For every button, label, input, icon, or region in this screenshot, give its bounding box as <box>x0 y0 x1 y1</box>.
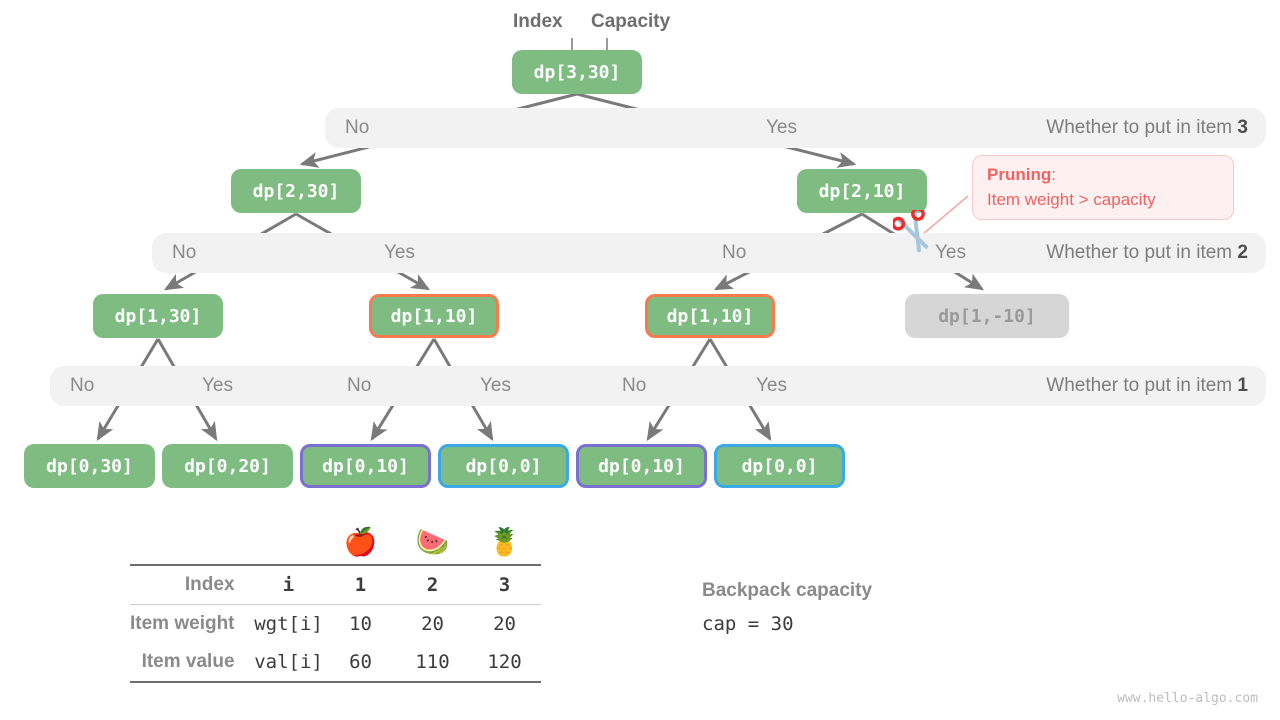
index-value-3: 3 <box>468 565 541 605</box>
decision-question-item1: Whether to put in item 1 <box>1046 375 1248 396</box>
row-key-i: i <box>252 565 325 605</box>
decision-label-no: No <box>70 375 95 396</box>
table-row-weight: Item weight wgt[i] 10 20 20 <box>130 605 541 644</box>
row-label-index: Index <box>130 565 253 605</box>
pruning-reason: Item weight > capacity <box>987 190 1156 209</box>
decision-row-item3: No Yes Whether to put in item 3 <box>325 108 1266 148</box>
tree-node-dp-1-10-right[interactable]: dp[1,10] <box>645 294 775 338</box>
tree-leaf-dp-0-0-a[interactable]: dp[0,0] <box>438 444 569 488</box>
decision-row-item1: No Yes No Yes No Yes Whether to put in i… <box>50 366 1266 406</box>
row-key-val: val[i] <box>252 643 325 683</box>
tree-leaf-dp-0-10-a[interactable]: dp[0,10] <box>300 444 431 488</box>
row-label-item-value: Item value <box>130 643 253 683</box>
tree-leaf-dp-0-20[interactable]: dp[0,20] <box>162 444 293 488</box>
index-value-2: 2 <box>396 565 469 605</box>
decision-label-yes: Yes <box>766 117 797 138</box>
tree-node-root[interactable]: dp[3,30] <box>512 50 642 94</box>
value-value-3: 120 <box>468 643 541 683</box>
index-value-1: 1 <box>324 565 397 605</box>
item-emoji-apple: 🍎 <box>324 520 397 566</box>
decision-label-no: No <box>345 117 370 138</box>
decision-label-no: No <box>622 375 647 396</box>
tree-node-dp-2-10[interactable]: dp[2,10] <box>797 169 927 213</box>
decision-label-yes: Yes <box>935 242 966 263</box>
decision-label-no: No <box>172 242 197 263</box>
decision-label-no: No <box>347 375 372 396</box>
capacity-value: cap = 30 <box>702 613 794 635</box>
decision-label-yes: Yes <box>202 375 233 396</box>
scissors-icon <box>893 210 929 253</box>
pruning-connector-line <box>915 195 969 241</box>
index-annotation-label: Index <box>513 11 563 32</box>
tree-leaf-dp-0-10-b[interactable]: dp[0,10] <box>576 444 707 488</box>
tree-leaf-dp-0-30[interactable]: dp[0,30] <box>24 444 155 488</box>
tree-node-dp-1-30[interactable]: dp[1,30] <box>93 294 223 338</box>
weight-value-1: 10 <box>349 613 372 635</box>
source-url: www.hello-algo.com <box>1117 691 1258 706</box>
items-table: 🍎 🍉 🍍 Index i 1 2 3 Item weight wgt[i] 1… <box>130 520 541 683</box>
decision-label-yes: Yes <box>480 375 511 396</box>
decision-label-no: No <box>722 242 747 263</box>
capacity-annotation-label: Capacity <box>591 11 671 32</box>
weight-value-3: 20 <box>493 613 516 635</box>
decision-label-yes: Yes <box>384 242 415 263</box>
pruning-callout: Pruning: Item weight > capacity <box>972 155 1234 220</box>
backpack-capacity-block: Backpack capacity cap = 30 <box>702 580 872 635</box>
tree-node-dp-2-30[interactable]: dp[2,30] <box>231 169 361 213</box>
value-value-2: 110 <box>396 643 469 683</box>
row-key-wgt: wgt[i] <box>254 613 323 635</box>
row-label-item-weight: Item weight <box>130 613 235 634</box>
capacity-title: Backpack capacity <box>702 580 873 601</box>
decision-question-item3: Whether to put in item 3 <box>1046 117 1248 138</box>
weight-value-2: 20 <box>421 613 444 635</box>
decision-label-yes: Yes <box>756 375 787 396</box>
item-emoji-pineapple: 🍍 <box>468 520 541 566</box>
tree-leaf-dp-0-0-b[interactable]: dp[0,0] <box>714 444 845 488</box>
pruning-title: Pruning: <box>987 165 1056 184</box>
decision-question-item2: Whether to put in item 2 <box>1046 242 1248 263</box>
value-value-1: 60 <box>324 643 397 683</box>
table-header-emoji-row: 🍎 🍉 🍍 <box>130 520 541 566</box>
table-row-index: Index i 1 2 3 <box>130 565 541 605</box>
decision-row-item2: No Yes No Yes Whether to put in item 2 <box>152 233 1266 273</box>
tree-node-dp-1-neg10-pruned[interactable]: dp[1,-10] <box>905 294 1069 338</box>
table-row-value: Item value val[i] 60 110 120 <box>130 643 541 683</box>
item-emoji-watermelon: 🍉 <box>396 520 469 566</box>
tree-node-dp-1-10-left[interactable]: dp[1,10] <box>369 294 499 338</box>
